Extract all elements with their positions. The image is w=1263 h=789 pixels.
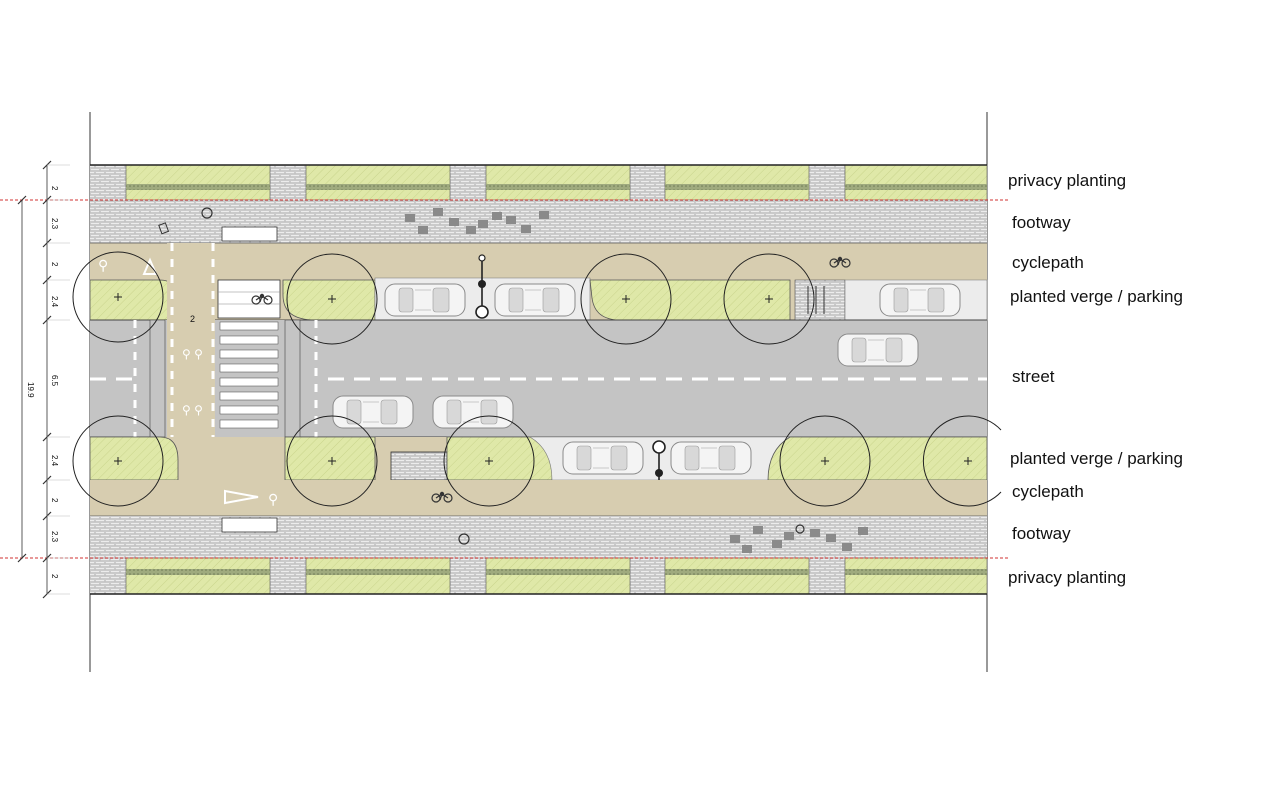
label-cyclepath-bottom: cyclepath [1012,482,1084,501]
footway-top [90,200,987,243]
cyclepath-top: ⚲ [90,242,987,280]
dim-row: 2 [50,574,59,579]
tree-canopies [72,251,1002,507]
label-verge-parking-bottom: planted verge / parking [1010,449,1183,468]
label-verge-parking-top: planted verge / parking [1010,287,1183,306]
svg-text:⚲ ⚲: ⚲ ⚲ [182,403,203,417]
privacy-planting-bottom [90,557,988,595]
dim-row: 2 [50,186,59,191]
dim-row: 2 [50,498,59,503]
svg-text:⚲: ⚲ [268,491,278,507]
label-street: street [1012,367,1055,386]
svg-text:⚲ ⚲: ⚲ ⚲ [182,347,203,361]
dim-row: 2 [50,262,59,267]
tree-icon [286,415,378,507]
cyclepath-bottom: ⚲ [90,480,987,517]
label-privacy-planting-bottom: privacy planting [1008,568,1127,587]
dim-row: 2.4 [50,296,59,308]
tree-icon [723,253,815,345]
tree-icon [72,251,164,343]
dim-row: 2.3 [50,218,59,230]
dim-row: 2.3 [50,531,59,543]
privacy-planting-top [90,164,988,201]
svg-text:⚲: ⚲ [98,257,108,273]
label-cyclepath-top: cyclepath [1012,253,1084,272]
tree-icon [580,253,672,345]
tree-icon [72,415,164,507]
label-footway-top: footway [1012,213,1071,232]
tree-icon [922,415,1002,507]
footway-bottom [90,516,987,558]
label-privacy-planting-top: privacy planting [1008,171,1127,190]
tree-icon [286,253,378,345]
verge-parking-bottom [89,436,988,503]
tree-icon [779,415,871,507]
label-footway-bottom: footway [1012,524,1071,543]
tree-icon [443,415,535,507]
dim-row: 2.4 [50,455,59,467]
crossing-dimension: 2 [190,314,195,324]
dim-total: 19.9 [26,382,35,398]
dimension-chain [17,160,70,599]
dim-row: 6.5 [50,375,59,387]
